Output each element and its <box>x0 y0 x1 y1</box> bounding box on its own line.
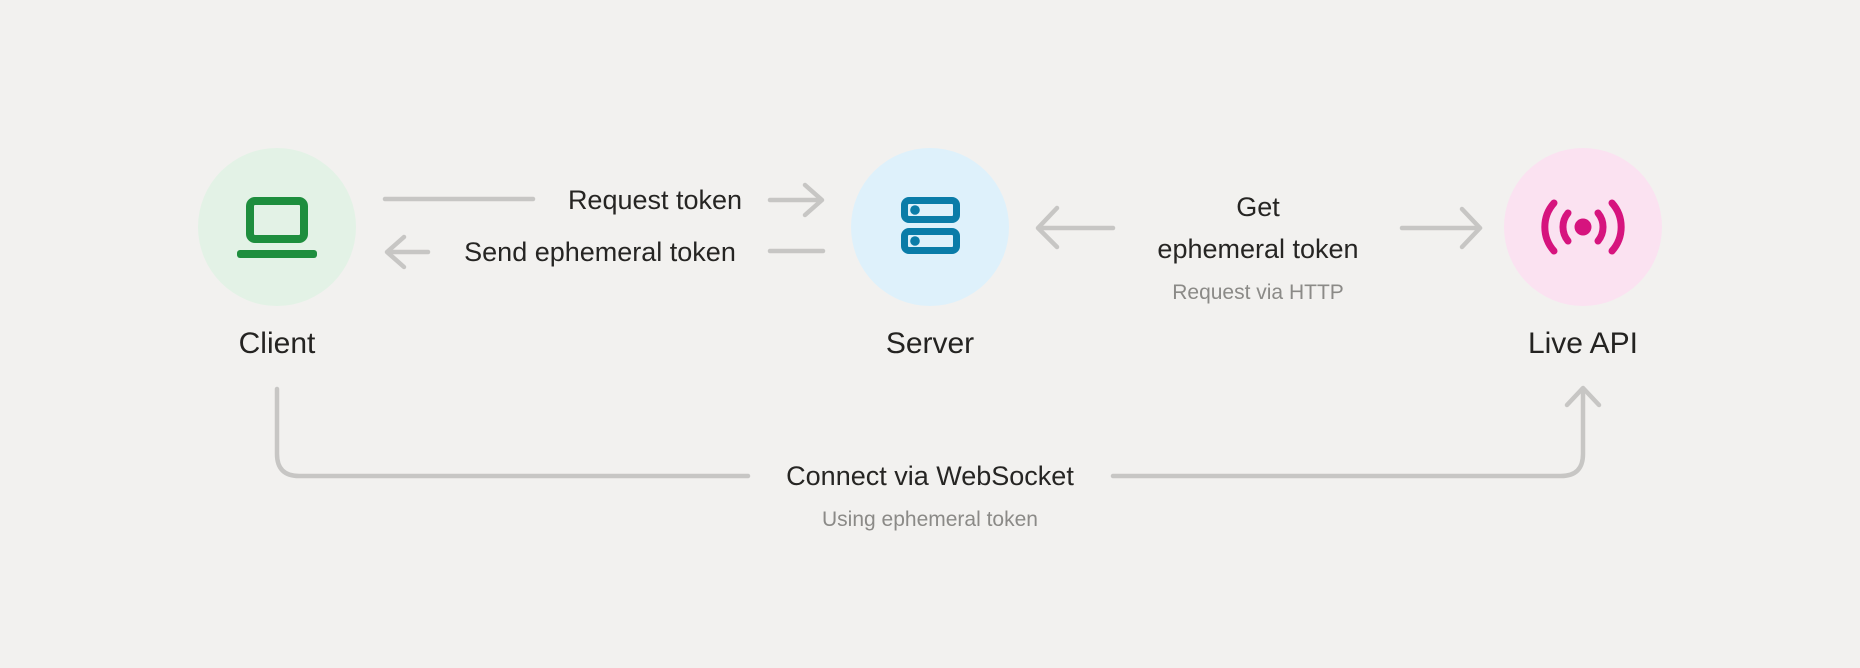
laptop-icon <box>237 197 317 258</box>
get-token-left-arrowhead <box>1035 205 1060 250</box>
websocket-right-path <box>1110 388 1586 479</box>
get-ephemeral-token-label-line1: Get <box>1236 192 1280 222</box>
client-node: Client <box>198 148 356 361</box>
send-ephemeral-token-label: Send ephemeral token <box>464 237 736 267</box>
get-token-right-arrowhead <box>1459 206 1483 250</box>
connect-via-websocket-label: Connect via WebSocket <box>786 461 1074 491</box>
request-token-label: Request token <box>567 185 743 215</box>
server-node-circle <box>851 148 1009 306</box>
client-node-circle <box>198 148 356 306</box>
live-api-node-label: Live API <box>1527 327 1639 360</box>
server-node: Server <box>851 148 1009 361</box>
websocket-left-path <box>274 386 751 479</box>
live-api-node-circle <box>1504 148 1662 306</box>
server-stack-icon <box>901 197 960 254</box>
get-ephemeral-token-label: Get ephemeral token <box>1157 186 1358 270</box>
send-token-arrowhead <box>384 234 407 270</box>
live-broadcast-icon <box>1541 199 1625 255</box>
websocket-arrowhead <box>1564 385 1602 408</box>
server-node-label: Server <box>885 327 975 360</box>
request-token-arrowhead <box>802 182 825 218</box>
request-via-http-sublabel: Request via HTTP <box>1172 281 1344 304</box>
client-node-label: Client <box>238 327 316 360</box>
get-ephemeral-token-label-line2: ephemeral token <box>1157 234 1359 264</box>
using-ephemeral-token-sublabel: Using ephemeral token <box>822 508 1038 531</box>
live-api-node: Live API <box>1504 148 1662 361</box>
